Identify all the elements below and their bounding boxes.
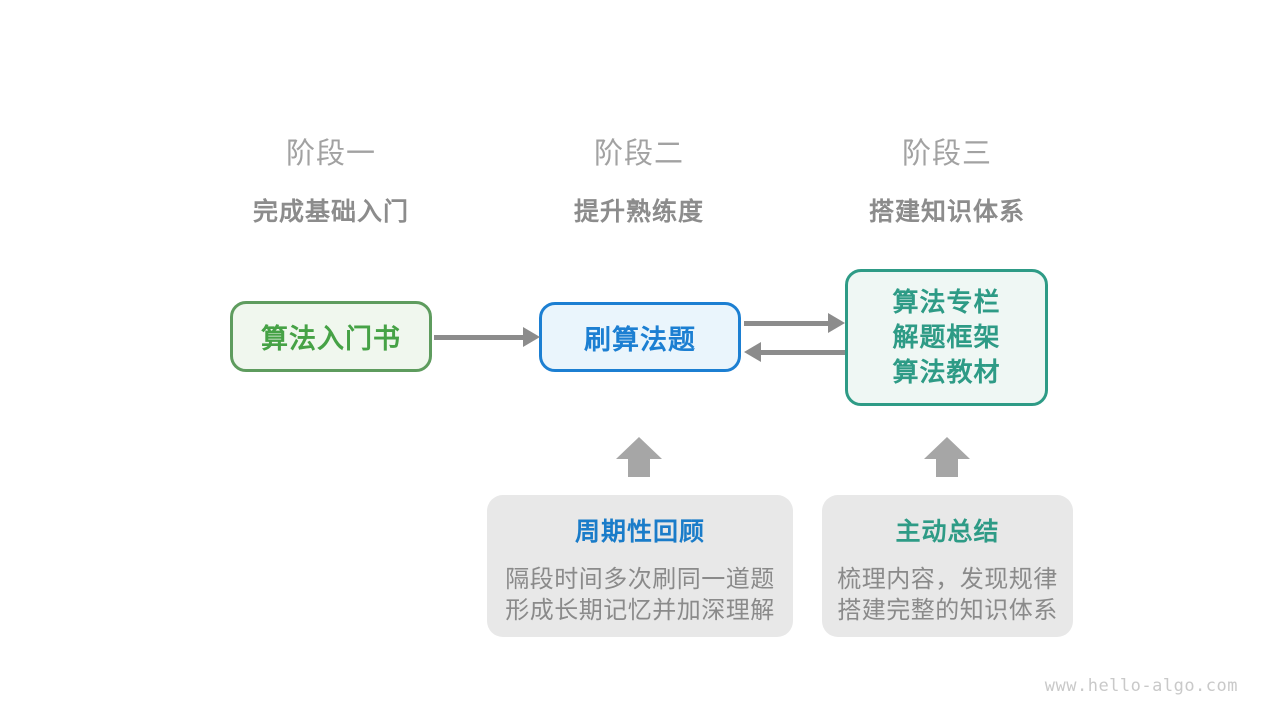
up-arrow-summary-icon bbox=[924, 437, 970, 477]
node-resources-line-2: 解题框架 bbox=[892, 322, 1001, 352]
arrow-practice-to-resources-icon bbox=[744, 313, 845, 334]
watermark: www.hello-algo.com bbox=[1044, 676, 1238, 696]
up-arrow-stem bbox=[936, 459, 958, 477]
node-practice-problems-label: 刷算法题 bbox=[584, 324, 696, 355]
stage-3-subtitle: 搭建知识体系 bbox=[868, 198, 1025, 226]
arrow-shaft bbox=[758, 350, 845, 355]
arrow-shaft bbox=[744, 321, 831, 326]
up-arrow-head-icon bbox=[924, 437, 970, 459]
callout-periodic-review: 周期性回顾 隔段时间多次刷同一道题 形成长期记忆并加深理解 bbox=[487, 495, 793, 637]
callout-summary-line-1: 梳理内容，发现规律 bbox=[837, 566, 1058, 593]
stage-1-header: 阶段一 完成基础入门 bbox=[171, 130, 491, 228]
arrow-head-right-icon bbox=[523, 327, 540, 347]
stage-3-header: 阶段三 搭建知识体系 bbox=[787, 130, 1107, 228]
callout-summary-line-2: 搭建完整的知识体系 bbox=[837, 597, 1058, 624]
stage-1-name: 阶段一 bbox=[285, 138, 376, 170]
stage-2-subtitle: 提升熟练度 bbox=[573, 198, 704, 226]
arrow-resources-to-practice-icon bbox=[744, 342, 845, 363]
callout-active-summary-body: 梳理内容，发现规律 搭建完整的知识体系 bbox=[822, 564, 1073, 626]
up-arrow-stem bbox=[628, 459, 650, 477]
arrow-head-left-icon bbox=[744, 342, 761, 362]
callout-review-line-1: 隔段时间多次刷同一道题 bbox=[505, 566, 775, 593]
stage-3-name: 阶段三 bbox=[901, 138, 992, 170]
callout-active-summary: 主动总结 梳理内容，发现规律 搭建完整的知识体系 bbox=[822, 495, 1073, 637]
callout-review-line-2: 形成长期记忆并加深理解 bbox=[505, 597, 775, 624]
arrow-head-right-icon bbox=[828, 313, 845, 333]
node-intro-book: 算法入门书 bbox=[230, 301, 432, 372]
arrow-shaft bbox=[434, 335, 526, 340]
stage-2-name: 阶段二 bbox=[593, 138, 684, 170]
up-arrow-review-icon bbox=[616, 437, 662, 477]
callout-periodic-review-body: 隔段时间多次刷同一道题 形成长期记忆并加深理解 bbox=[487, 564, 793, 626]
node-resources-line-3: 算法教材 bbox=[892, 357, 1001, 387]
node-advanced-resources: 算法专栏 解题框架 算法教材 bbox=[845, 269, 1048, 406]
callout-active-summary-title: 主动总结 bbox=[895, 518, 1000, 546]
stage-1-subtitle: 完成基础入门 bbox=[252, 198, 409, 226]
node-intro-book-label: 算法入门书 bbox=[261, 324, 401, 354]
callout-periodic-review-title: 周期性回顾 bbox=[574, 518, 705, 546]
node-practice-problems: 刷算法题 bbox=[539, 302, 741, 372]
stage-2-header: 阶段二 提升熟练度 bbox=[479, 130, 799, 228]
node-resources-line-1: 算法专栏 bbox=[892, 287, 1001, 317]
arrow-book-to-practice-icon bbox=[434, 327, 540, 348]
up-arrow-head-icon bbox=[616, 437, 662, 459]
